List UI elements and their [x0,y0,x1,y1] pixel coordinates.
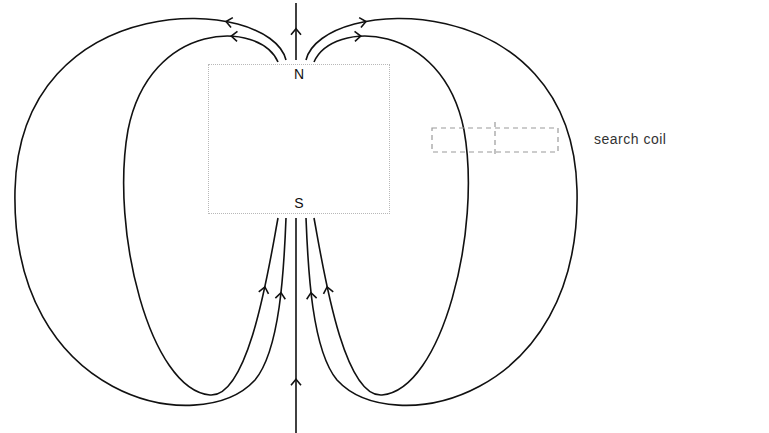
bar-magnet: NS [208,64,390,214]
field-line [124,36,278,395]
field-arrow [355,31,361,41]
field-arrow [291,379,301,385]
pole-label: S [294,196,303,211]
field-line [295,3,297,60]
field-line [15,19,286,406]
field-line [295,218,297,433]
pole-label: N [294,67,304,82]
field-arrow [231,31,237,41]
field-line [306,19,577,406]
field-arrow [275,292,286,299]
part-label: search coil [592,130,668,148]
field-arrow [306,292,317,299]
field-arrow [291,29,301,35]
search-coil-axis [494,122,495,158]
field-arrow [359,17,367,28]
field-arrow [259,286,270,294]
field-line [314,36,468,395]
search-coil [432,122,558,158]
field-arrow [322,286,333,294]
field-arrow [225,17,233,28]
